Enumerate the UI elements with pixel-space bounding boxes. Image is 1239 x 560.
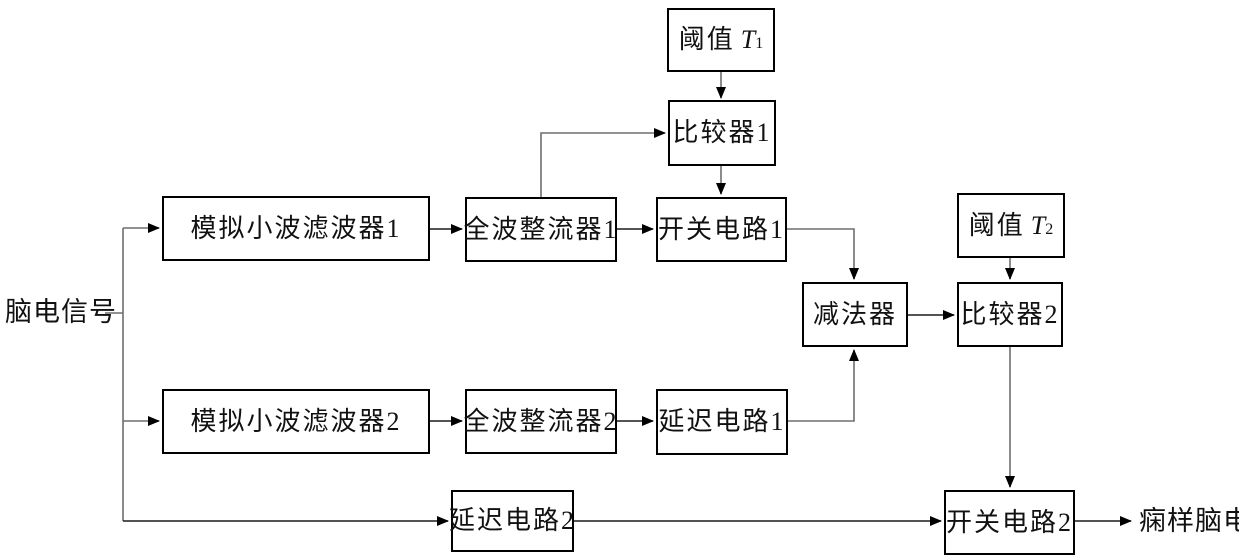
node-subtractor-label: 减法器 (812, 299, 897, 329)
node-subtractor: 减法器 (802, 282, 908, 347)
wire-switch1-subtractor (787, 228, 859, 280)
node-wavelet1-label: 模拟小波滤波器1 (190, 213, 402, 243)
node-switch2: 开关电路2 (944, 490, 1075, 555)
wire-rectifier1-comparator1 (540, 128, 666, 197)
node-threshold2-symbol: T (1030, 210, 1046, 240)
wire-delay1-subtractor (788, 349, 859, 422)
node-rectifier2: 全波整流器2 (463, 389, 619, 454)
node-delay1: 延迟电路1 (656, 389, 788, 455)
node-wavelet2: 模拟小波滤波器2 (162, 389, 430, 454)
node-wavelet1: 模拟小波滤波器1 (162, 196, 430, 261)
node-wavelet2-label: 模拟小波滤波器2 (190, 406, 402, 436)
node-comparator1-label: 比较器1 (672, 118, 772, 147)
node-rectifier2-label: 全波整流器2 (463, 406, 619, 436)
node-switch1-label: 开关电路1 (658, 214, 786, 244)
node-delay2: 延迟电路2 (449, 490, 577, 552)
input-signal-label: 脑电信号 (5, 297, 117, 327)
node-rectifier1: 全波整流器1 (463, 197, 619, 262)
node-threshold1-symbol: T (740, 25, 756, 54)
output-signal-label: 痫样脑电 (1139, 506, 1239, 536)
node-comparator2-label: 比较器2 (960, 299, 1060, 329)
node-switch1: 开关电路1 (656, 197, 787, 262)
node-comparator2: 比较器2 (957, 282, 1063, 347)
node-threshold2-label: 阈值 (968, 210, 1025, 240)
node-threshold1-label: 阈值 (678, 25, 735, 54)
node-comparator1: 比较器1 (668, 100, 776, 166)
node-rectifier1-label: 全波整流器1 (463, 214, 619, 244)
node-delay1-label: 延迟电路1 (658, 407, 786, 436)
node-delay2-label: 延迟电路2 (449, 506, 577, 535)
node-switch2-label: 开关电路2 (946, 507, 1074, 537)
